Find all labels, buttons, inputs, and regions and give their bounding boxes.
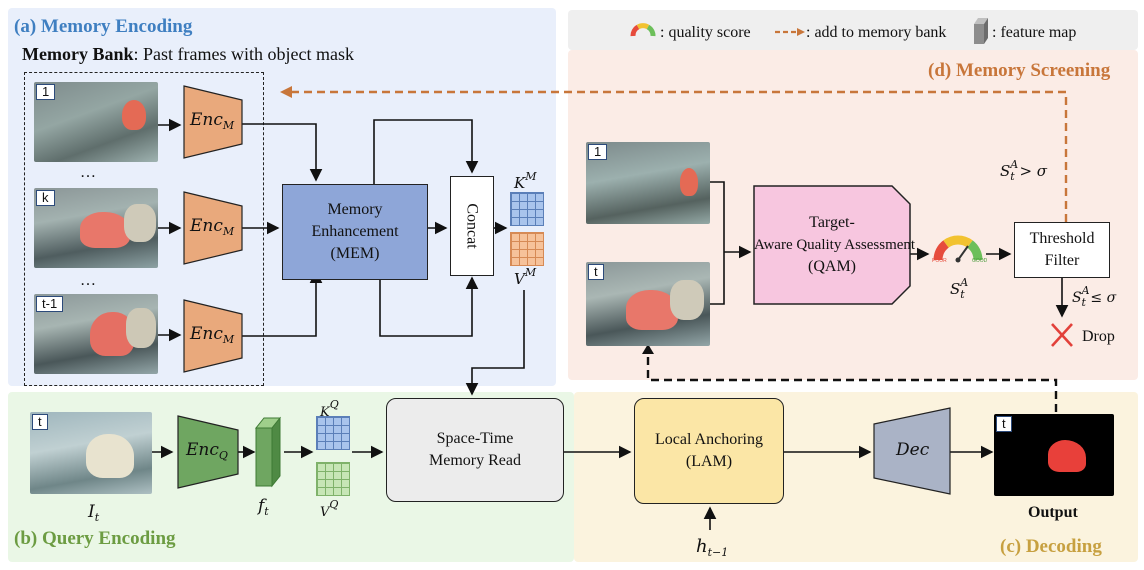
dashed-arrow-legend-icon	[775, 27, 805, 37]
lam-line2: (LAM)	[685, 453, 733, 470]
enc-q-label: Enc	[186, 440, 219, 460]
output-frame: t	[994, 414, 1114, 496]
frame-label: 1	[36, 84, 56, 100]
query-encoding-title: (b) Query Encoding	[14, 528, 176, 549]
lam-line1: Local Anchoring	[655, 431, 763, 448]
kq-grid	[316, 416, 350, 450]
output-mask	[1048, 440, 1086, 472]
qam-line3: (QAM)	[808, 258, 856, 275]
query-encoder: EncQ	[177, 415, 239, 489]
stmr-line1: Space-Time	[436, 430, 514, 447]
threshold-line1: Threshold	[1029, 230, 1095, 247]
it-label: It	[88, 502, 100, 524]
query-object	[86, 434, 134, 478]
memory-encoding-title: (a) Memory Encoding	[14, 16, 193, 37]
condition-high: SAt > σ	[1000, 158, 1048, 183]
memory-frame-1: 1	[34, 82, 158, 162]
vm-grid	[510, 232, 544, 266]
frame-label: t	[32, 414, 48, 430]
memory-screening-title: (d) Memory Screening	[928, 60, 1111, 81]
object-mask	[680, 168, 698, 196]
query-frame: t	[30, 412, 152, 494]
output-label: Output	[1028, 504, 1078, 521]
mem-line1: Memory	[327, 201, 383, 218]
object-mask	[626, 290, 678, 330]
memory-encoder-k: EncM	[183, 191, 243, 265]
frame-label: t	[996, 416, 1012, 432]
threshold-filter-box: Threshold Filter	[1014, 222, 1110, 278]
object-mask	[122, 100, 146, 130]
enc-m-label: Enc	[190, 110, 223, 130]
vq-grid	[316, 462, 350, 496]
enc-m-sub: M	[222, 333, 235, 346]
stmr-line2: Memory Read	[429, 452, 521, 469]
dec-label: Dec	[896, 440, 930, 460]
frame-label: t-1	[36, 296, 64, 312]
h-label: ht−1	[696, 536, 729, 559]
object-mask	[80, 212, 130, 248]
feature-map-ft	[254, 416, 282, 488]
gauge-good: GOOD	[972, 258, 988, 264]
qam-line2: Aware Quality Assessment	[754, 237, 916, 253]
memory-frame-t-1: t-1	[34, 294, 158, 374]
background-bear	[670, 280, 704, 320]
legend-panel	[568, 10, 1138, 50]
background-bear	[124, 204, 156, 242]
screening-frame-1: 1	[586, 142, 710, 224]
enc-q-sub: Q	[218, 449, 228, 462]
concat-box: Concat	[450, 176, 494, 276]
qam-line1: Target-	[809, 214, 855, 231]
legend-quality-score: : quality score	[660, 24, 751, 41]
memory-encoder-t-1: EncM	[183, 299, 243, 373]
quality-gauge-icon: POOR GOOD	[932, 230, 988, 264]
mem-line3: (MEM)	[330, 245, 380, 262]
km-label: KM	[514, 170, 537, 192]
memory-bank-dashed-box	[24, 72, 264, 386]
frame-label: 1	[588, 144, 608, 160]
kq-label: KQ	[320, 398, 339, 420]
memory-encoder-1: EncM	[183, 85, 243, 159]
background-bear	[126, 308, 156, 348]
legend-add-to-memory: : add to memory bank	[806, 24, 947, 41]
decoding-title: (c) Decoding	[1000, 536, 1102, 557]
local-anchoring-box: Local Anchoring (LAM)	[634, 398, 784, 504]
gauge-poor: POOR	[932, 258, 947, 264]
ellipsis-1: …	[80, 164, 96, 181]
gauge-legend-icon	[630, 22, 656, 38]
vq-label: VQ	[320, 498, 339, 520]
screening-frame-t: t	[586, 262, 710, 346]
legend-feature-map: : feature map	[992, 24, 1077, 41]
vm-label: VM	[514, 266, 537, 288]
frame-label: t	[588, 264, 604, 280]
frame-label: k	[36, 190, 55, 206]
space-time-memory-read-box: Space-Time Memory Read	[386, 398, 564, 502]
km-grid	[510, 192, 544, 226]
qam-box: Target- Aware Quality Assessment (QAM)	[753, 185, 916, 305]
memory-bank-heading: Memory Bank: Past frames with object mas…	[22, 44, 354, 65]
enc-m-sub: M	[222, 119, 235, 132]
enc-m-label: Enc	[190, 324, 223, 344]
score-label: SAt	[950, 276, 969, 301]
drop-label: Drop	[1082, 328, 1115, 345]
ft-label: ft	[258, 496, 269, 518]
memory-enhancement-box: Memory Enhancement (MEM)	[282, 184, 428, 280]
mem-line2: Enhancement	[311, 223, 399, 240]
memory-bank-desc: : Past frames with object mask	[133, 44, 354, 64]
condition-low: SAt ≤ σ	[1072, 284, 1117, 309]
enc-m-label: Enc	[190, 216, 223, 236]
memory-frame-k: k	[34, 188, 158, 268]
threshold-line2: Filter	[1044, 252, 1080, 269]
ellipsis-2: …	[80, 272, 96, 289]
memory-bank-title: Memory Bank	[22, 44, 134, 64]
decoder: Dec	[873, 407, 951, 495]
concat-label: Concat	[464, 203, 482, 249]
enc-m-sub: M	[222, 225, 235, 238]
feature-map-legend-icon	[974, 18, 988, 44]
